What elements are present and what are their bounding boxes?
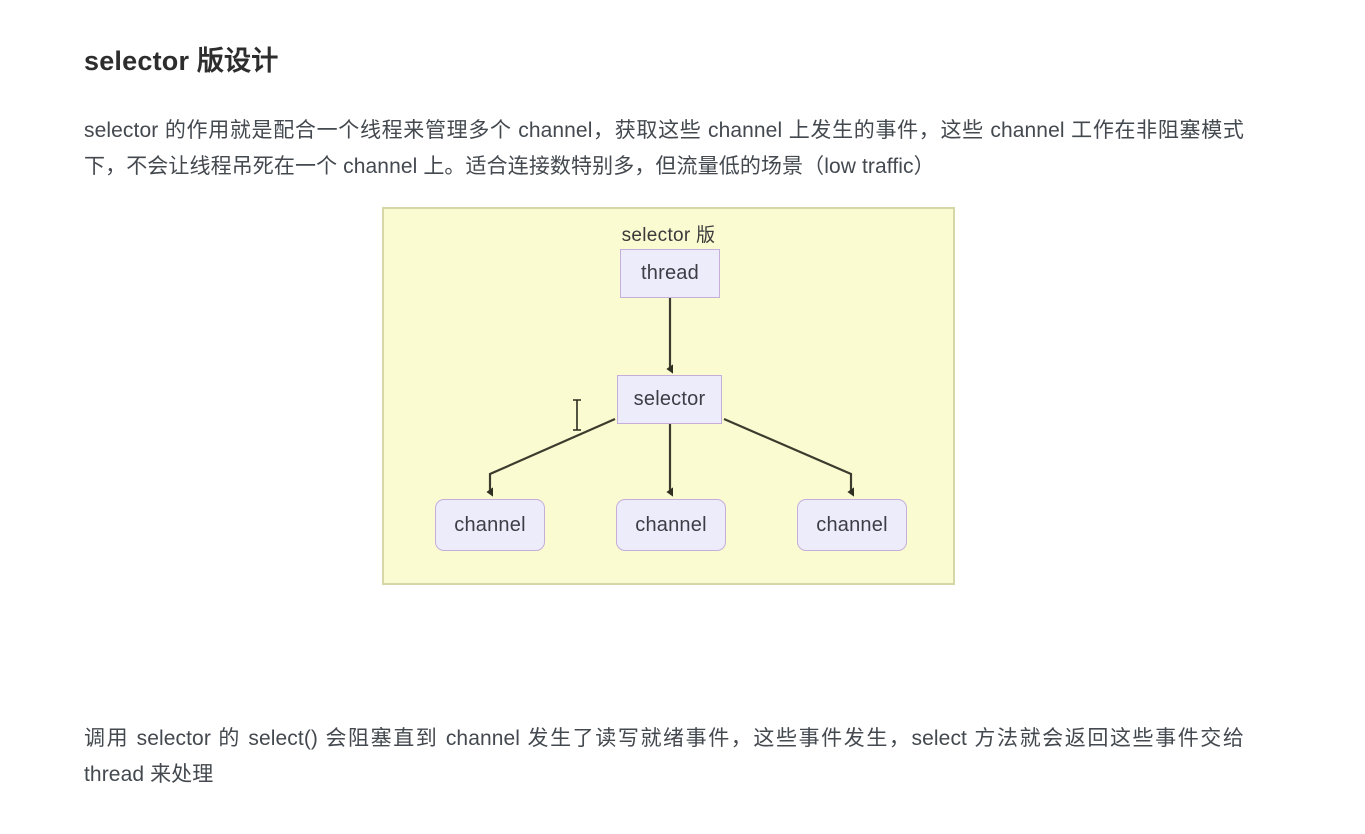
node-thread-label: thread bbox=[641, 262, 699, 284]
page-title: selector 版设计 bbox=[84, 46, 279, 77]
node-channel-right-label: channel bbox=[816, 513, 888, 536]
paragraph-intro: selector 的作用就是配合一个线程来管理多个 channel，获取这些 c… bbox=[84, 119, 1244, 178]
node-thread[interactable]: thread bbox=[620, 249, 720, 298]
node-channel-center-label: channel bbox=[635, 513, 707, 536]
node-selector[interactable]: selector bbox=[617, 375, 722, 424]
node-selector-label: selector bbox=[633, 388, 706, 410]
selector-architecture-diagram: selector 版 thread selector channel bbox=[382, 207, 955, 585]
node-channel-center[interactable]: channel bbox=[616, 499, 726, 551]
diagram-title: selector 版 bbox=[621, 225, 716, 246]
node-channel-left-label: channel bbox=[454, 513, 526, 536]
node-channel-right[interactable]: channel bbox=[797, 499, 907, 551]
node-channel-left[interactable]: channel bbox=[435, 499, 545, 551]
edge-selector-to-channel-right bbox=[723, 417, 855, 497]
edge-selector-to-channel-left bbox=[486, 417, 616, 497]
paragraph-conclusion: 调用 selector 的 select() 会阻塞直到 channel 发生了… bbox=[84, 727, 1244, 786]
